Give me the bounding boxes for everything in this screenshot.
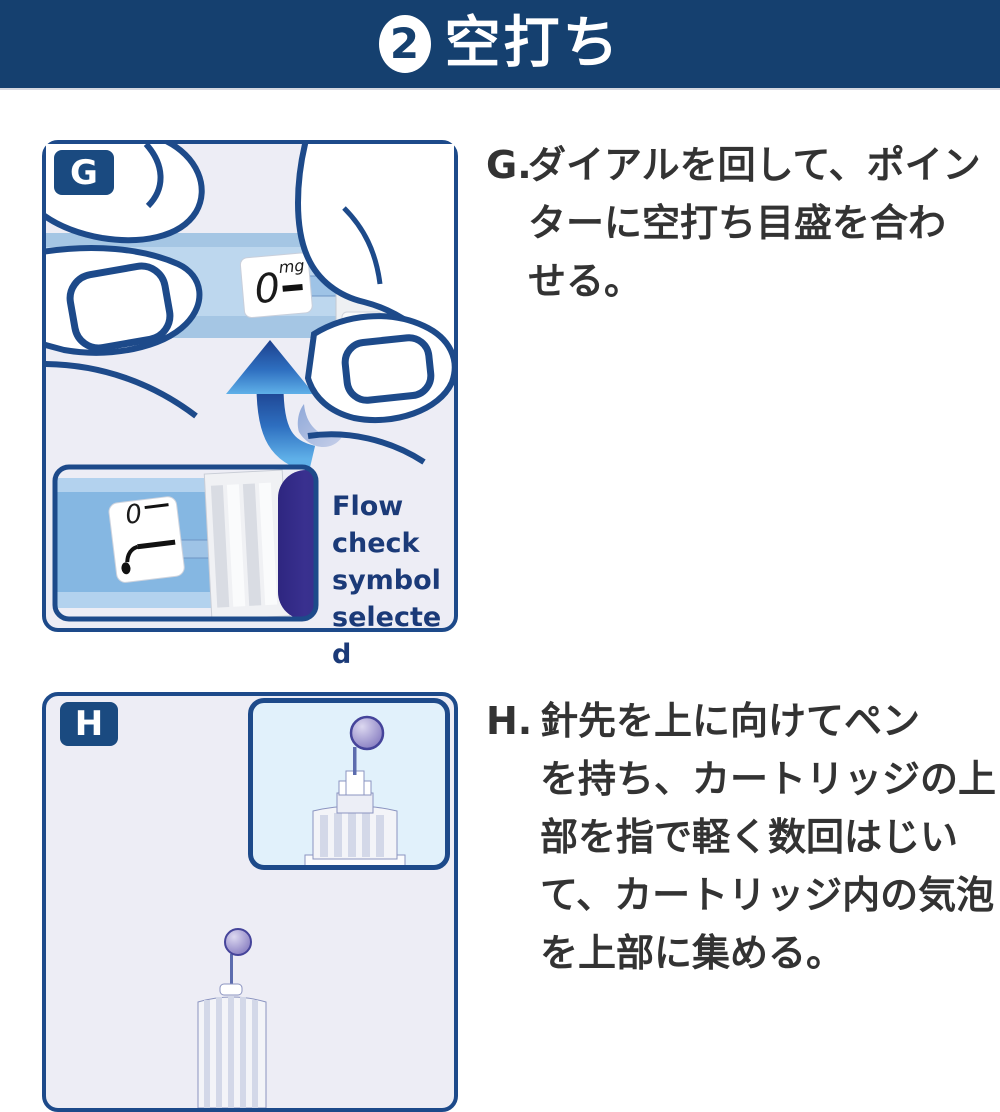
dose-display-window: 0 mg (239, 252, 313, 319)
header-banner: 2 空打ち (0, 0, 1000, 90)
step-number-circle-icon: 2 (378, 15, 431, 73)
needle (353, 747, 357, 775)
needle-closeup-inset (248, 698, 450, 870)
panel-g: 0 mg (42, 140, 458, 670)
right-hand (295, 144, 454, 465)
flow-check-inset: 0 (52, 464, 319, 622)
panel-h: H (42, 692, 458, 1112)
pen-dial-illustration: 0 mg (46, 144, 454, 622)
flow-check-symbol: 0 (108, 496, 185, 583)
step-number: 2 (389, 19, 420, 68)
needle-closeup-illustration (304, 715, 406, 865)
instruction-h-text: 針先を上に向けてペン を持ち、カートリッジの上 部を指で軽く数回はじい て、カー… (540, 699, 997, 975)
instruction-h-prefix: H. (486, 699, 533, 743)
droplet-icon (349, 715, 385, 751)
dose-value: 0 (253, 265, 282, 313)
step-g-badge: G (54, 150, 114, 195)
instruction-g-text: ダイアルを回して、ポイン ターに空打ち目盛を合わ せる。 (528, 143, 981, 303)
pen-needle-top (197, 928, 267, 1108)
instruction-g: G. ダイアルを回して、ポイン ターに空打ち目盛を合わ せる。 (486, 136, 1000, 310)
instruction-h: H. 針先を上に向けてペン を持ち、カートリッジの上 部を指で軽く数回はじい て… (486, 692, 1000, 982)
instruction-g-prefix: G. (486, 143, 532, 187)
inset-dose-value: 0 (124, 499, 144, 531)
step-h-badge: H (60, 702, 118, 746)
dose-unit: mg (278, 256, 305, 277)
page-title: 空打ち (444, 11, 622, 76)
flow-check-label: Flow check symbol selected (332, 491, 442, 670)
